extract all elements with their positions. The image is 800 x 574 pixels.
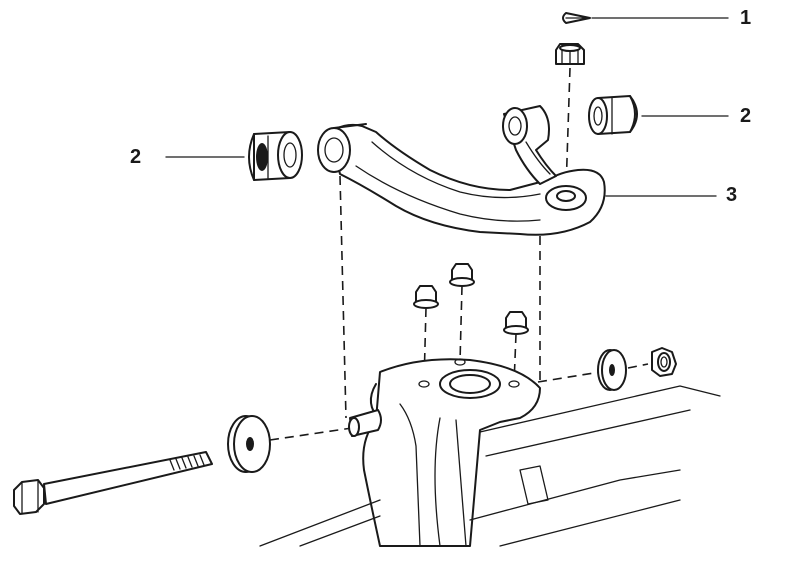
cotter-pin	[562, 12, 591, 24]
bushing-left	[248, 131, 303, 181]
flange-nut-3	[503, 311, 529, 335]
bushing-right	[588, 95, 638, 135]
axis-line-ball-joint	[565, 67, 571, 191]
flange-nut-2	[449, 263, 475, 287]
nut-right	[651, 347, 677, 377]
castle-nut-top	[555, 43, 585, 65]
axis-line-bolt	[269, 427, 353, 441]
mounting-bracket	[259, 358, 721, 547]
callout-2-left: 2	[130, 146, 142, 168]
washer-left	[227, 415, 271, 473]
callout-1: 1	[740, 7, 752, 29]
upper-control-arm	[317, 105, 606, 236]
washer-right	[597, 349, 627, 391]
axis-line-washer-right	[537, 371, 601, 383]
callout-3: 3	[726, 184, 738, 206]
callout-2-right: 2	[740, 105, 752, 127]
axis-line-left-pivot	[339, 175, 347, 419]
axis-line-nut-right	[627, 363, 649, 369]
long-bolt	[13, 451, 213, 515]
flange-nut-1	[413, 285, 439, 309]
